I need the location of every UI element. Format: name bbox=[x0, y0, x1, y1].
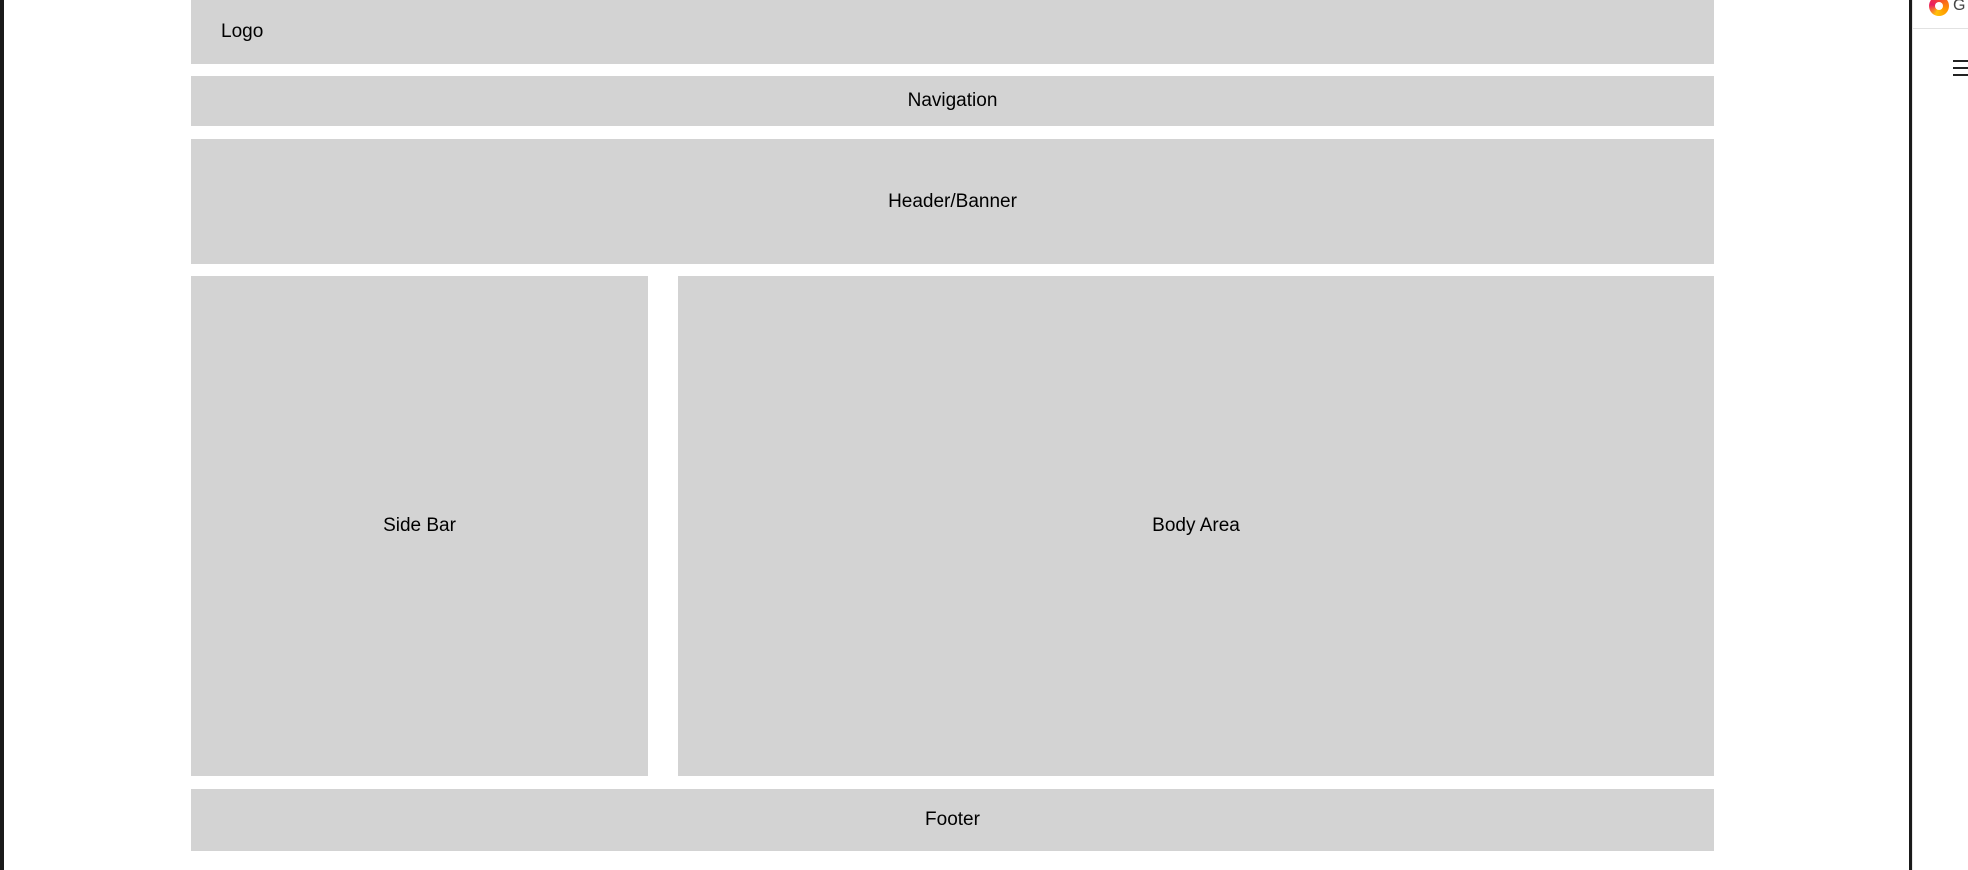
side-panel-title-fragment: G bbox=[1953, 0, 1966, 14]
side-panel-header[interactable]: G bbox=[1913, 0, 1968, 29]
body-area-section: Body Area bbox=[678, 276, 1714, 776]
footer-label: Footer bbox=[925, 809, 980, 830]
navigation-label: Navigation bbox=[907, 90, 998, 111]
body-area-label: Body Area bbox=[1152, 515, 1240, 536]
logo-section: Logo bbox=[191, 0, 1714, 64]
sidebar-section: Side Bar bbox=[191, 276, 648, 776]
navigation-section: Navigation bbox=[191, 76, 1714, 126]
browser-logo-icon[interactable] bbox=[1929, 0, 1949, 16]
header-banner-label: Header/Banner bbox=[888, 190, 1017, 212]
menu-icon[interactable] bbox=[1953, 58, 1968, 78]
browser-side-panel: G bbox=[1912, 0, 1968, 870]
viewport-right-border bbox=[1909, 0, 1912, 870]
window-left-border bbox=[0, 0, 4, 870]
footer-section: Footer bbox=[191, 789, 1714, 851]
logo-label: Logo bbox=[221, 21, 264, 42]
header-banner-section: Header/Banner bbox=[191, 139, 1714, 264]
sidebar-label: Side Bar bbox=[383, 515, 456, 536]
